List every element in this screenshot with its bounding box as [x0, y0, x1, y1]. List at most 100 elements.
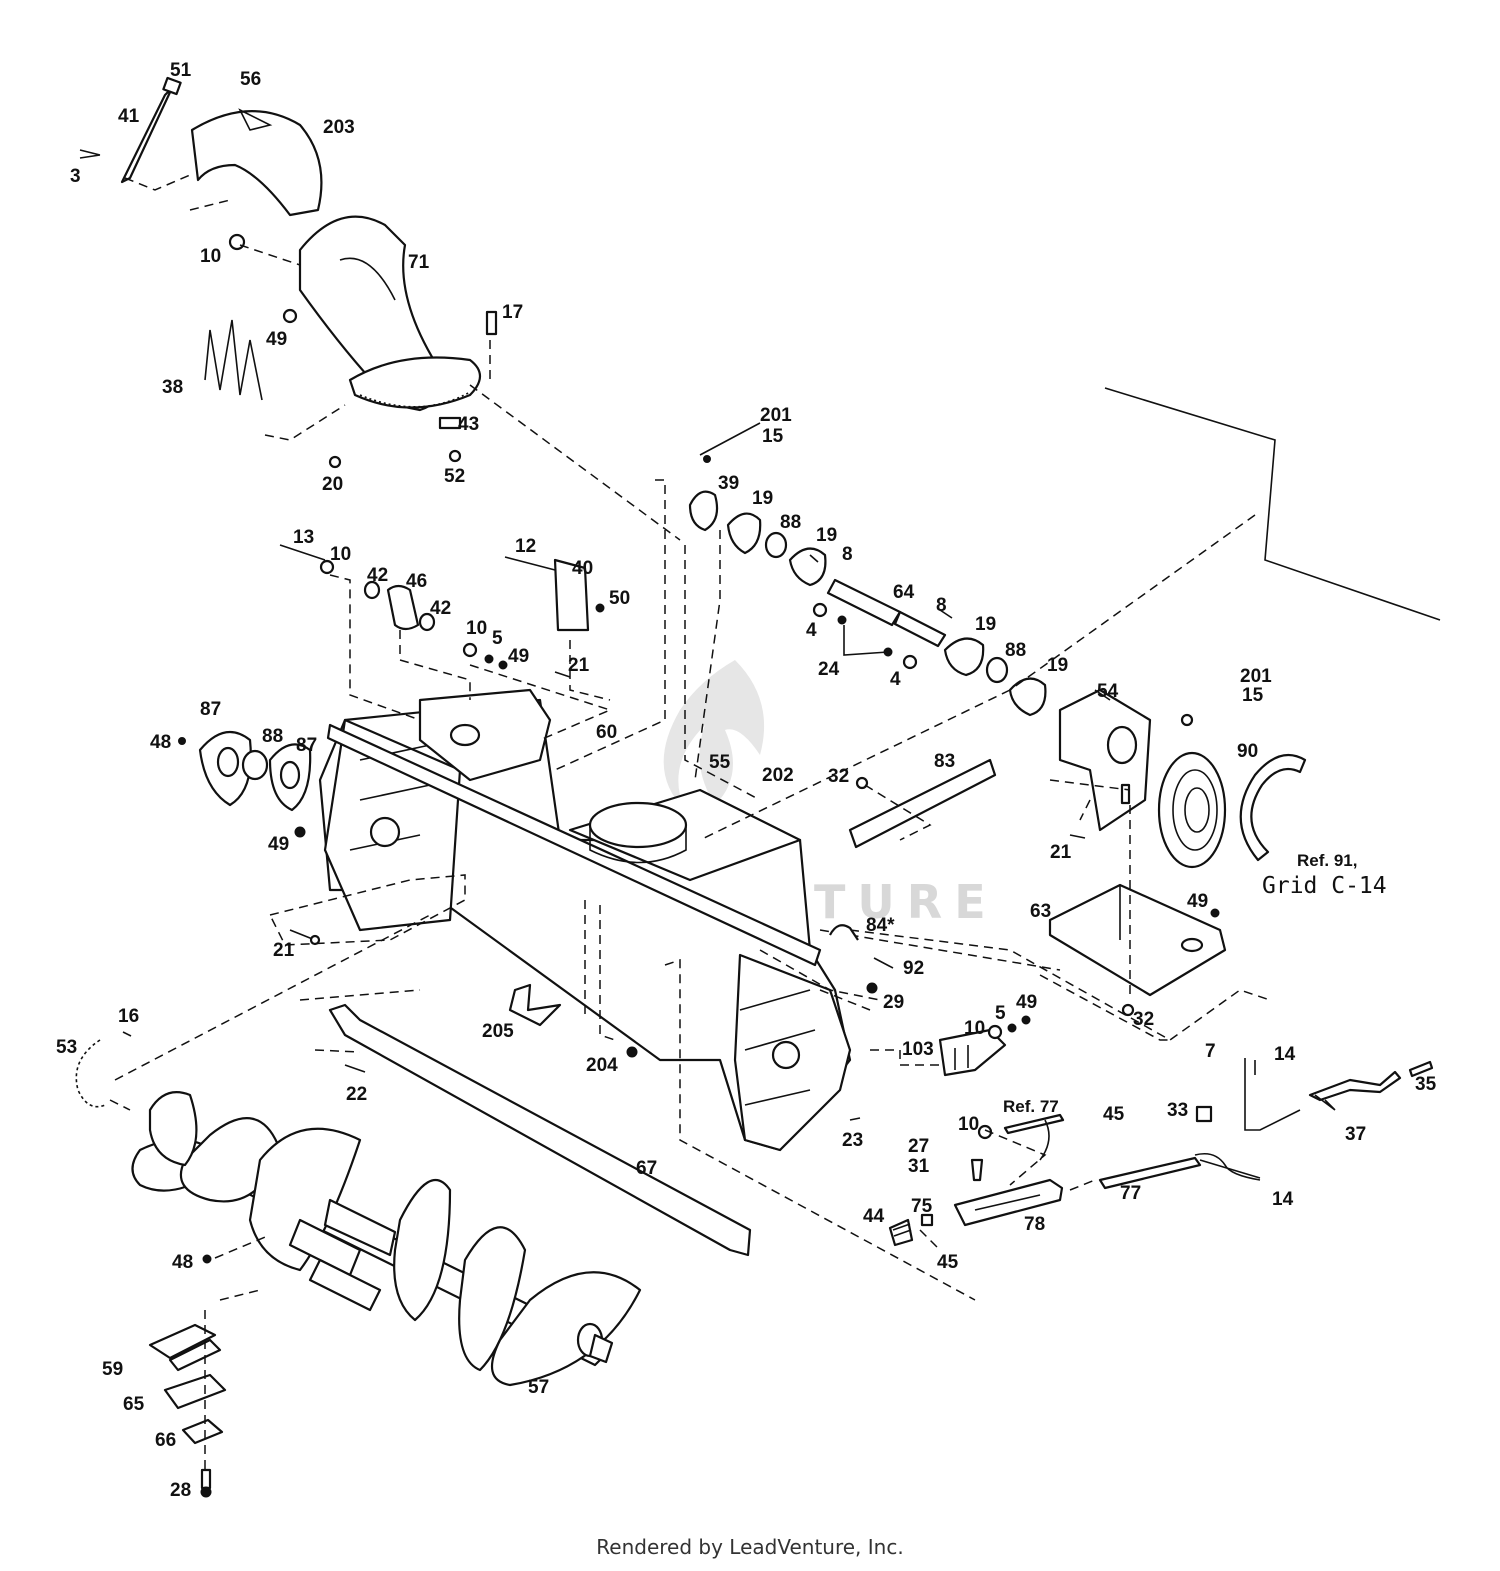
callout: 64 [893, 582, 915, 603]
callout: 88 [780, 512, 801, 533]
callout: 77 [1120, 1183, 1141, 1204]
callout: 4 [806, 620, 817, 641]
callout: 44 [863, 1206, 885, 1227]
callout: 55 [709, 752, 731, 773]
auger-flight-4 [458, 1226, 527, 1372]
callout: 8 [936, 595, 947, 616]
callout: 10 [964, 1018, 985, 1039]
control-rod [1098, 1156, 1202, 1190]
callout: 90 [1237, 741, 1258, 762]
callout: 56 [240, 69, 261, 90]
callout: 15 [1242, 685, 1264, 706]
callout: 13 [293, 527, 314, 548]
callout: 63 [1030, 901, 1051, 922]
callout: 204 [586, 1055, 618, 1076]
callout: 19 [816, 525, 837, 546]
bearing-left [241, 749, 269, 781]
callout: 31 [908, 1156, 930, 1177]
callout: 75 [911, 1196, 933, 1217]
callout: 16 [118, 1006, 139, 1027]
callout: 49 [508, 646, 529, 667]
control-rod-upper [1003, 1113, 1065, 1135]
callout: 45 [1103, 1104, 1125, 1125]
drive-chain [75, 1039, 106, 1108]
callout: 78 [1024, 1214, 1045, 1235]
callout: 22 [346, 1084, 367, 1105]
callout: 5 [492, 628, 503, 649]
callout: 49 [266, 329, 287, 350]
callout: 103 [902, 1039, 934, 1060]
callout: 38 [162, 377, 183, 398]
callout: 205 [482, 1021, 514, 1042]
callout: 12 [515, 536, 536, 557]
callout: 14 [1274, 1044, 1296, 1065]
callout: 45 [937, 1252, 959, 1273]
callout: 5 [995, 1003, 1006, 1024]
skid-shoe-upper [148, 1323, 217, 1360]
callout: 37 [1345, 1124, 1366, 1145]
callout: 87 [200, 699, 221, 720]
drive-belt [1239, 753, 1307, 862]
callout: 21 [1050, 842, 1072, 863]
callout: 84* [866, 915, 895, 936]
callout: 67 [636, 1158, 657, 1179]
idler-pulley [386, 584, 420, 631]
callout: 88 [262, 726, 283, 747]
callout: 33 [1167, 1100, 1188, 1121]
callout: 49 [1187, 891, 1208, 912]
callout: 42 [430, 598, 451, 619]
callout: 54 [1097, 681, 1119, 702]
auger-flight-3 [393, 1179, 452, 1322]
callout: 32 [1133, 1009, 1154, 1030]
tractor-frame-outline [1104, 387, 1441, 621]
callout: 48 [150, 732, 171, 753]
callout: 8 [842, 544, 853, 565]
callout: 92 [903, 958, 924, 979]
callout: 10 [958, 1114, 979, 1135]
callout: 42 [367, 565, 388, 586]
compression-spring [888, 1218, 914, 1247]
callout: 88 [1005, 640, 1026, 661]
callout: 39 [718, 473, 739, 494]
callout: 48 [172, 1252, 193, 1273]
auger-sprocket [148, 1091, 198, 1167]
callout: 201 [1240, 666, 1272, 687]
lift-arm [1308, 1070, 1402, 1102]
callout: 27 [908, 1136, 929, 1157]
callout: 43 [458, 414, 479, 435]
auger-assembly [131, 1117, 642, 1387]
callout: 10 [330, 544, 351, 565]
drive-sprocket [688, 490, 719, 532]
callout: 29 [883, 992, 904, 1013]
callout: 51 [170, 60, 192, 81]
callout: 53 [56, 1037, 77, 1058]
chute-deflector [190, 110, 323, 217]
callout: 21 [568, 655, 590, 676]
callout: 21 [273, 940, 295, 961]
brace-bar [848, 758, 997, 849]
callout: 71 [408, 252, 430, 273]
callout: 4 [890, 669, 901, 690]
deflector-handle [120, 86, 174, 184]
drive-shaft [826, 578, 902, 627]
skid-bracket [508, 983, 562, 1027]
callout: 35 [1415, 1074, 1437, 1095]
callout: 19 [975, 614, 996, 635]
reference-note: Ref. 91, [1297, 851, 1357, 870]
footer-credit: Rendered by LeadVenture, Inc. [596, 1535, 904, 1559]
drive-pulley [1157, 751, 1227, 869]
callout: 60 [596, 722, 617, 743]
gearbox-bracket [418, 688, 552, 782]
callout: 202 [762, 765, 794, 786]
callout: 19 [752, 488, 773, 509]
skid-plate [181, 1418, 224, 1445]
callout: 87 [296, 735, 317, 756]
skid-shoe [163, 1373, 227, 1410]
callout: 40 [572, 558, 593, 579]
callout: 17 [502, 302, 523, 323]
callout: 28 [170, 1480, 191, 1501]
callout: 49 [268, 834, 289, 855]
callout: 15 [762, 426, 784, 447]
chute-ring [348, 356, 482, 409]
